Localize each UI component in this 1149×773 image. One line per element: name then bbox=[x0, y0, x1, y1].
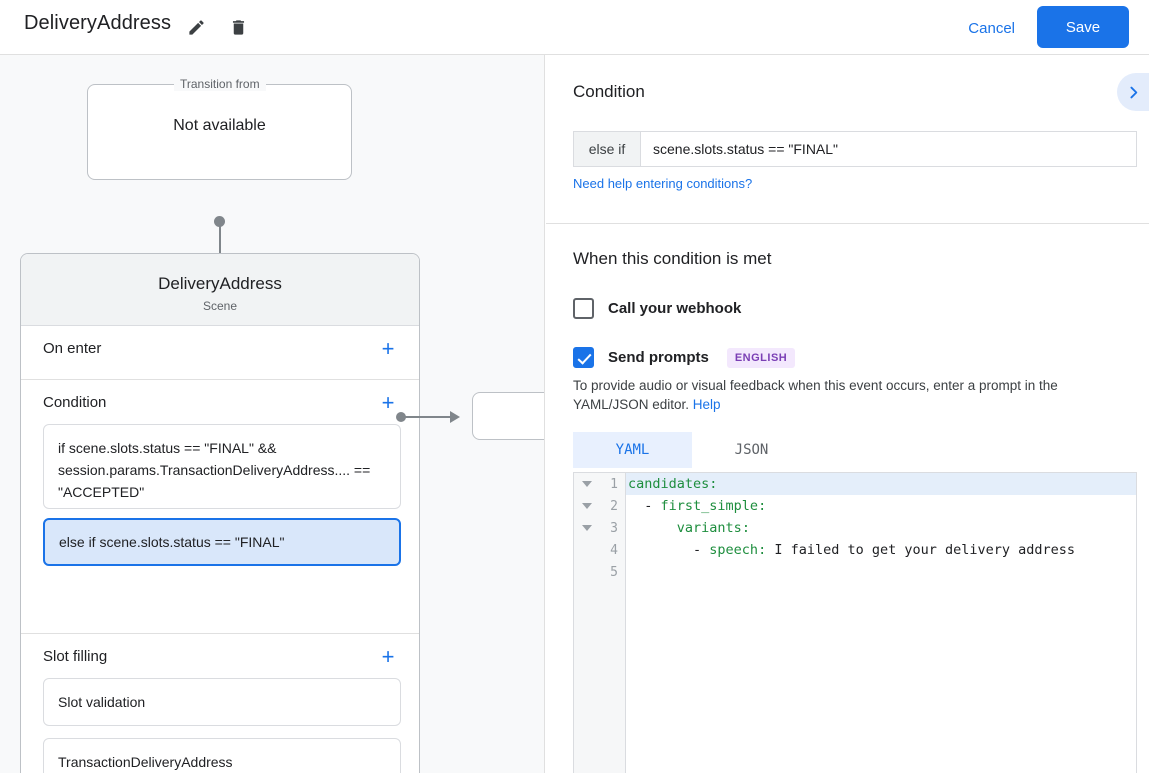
prompts-description: To provide audio or visual feedback when… bbox=[573, 376, 1133, 414]
send-prompts-checkbox[interactable] bbox=[573, 347, 594, 368]
tab-json[interactable]: JSON bbox=[734, 442, 769, 458]
prompts-description-text: To provide audio or visual feedback when… bbox=[573, 378, 1058, 412]
code-line[interactable]: - speech: I failed to get your delivery … bbox=[628, 542, 1076, 558]
fold-triangle-icon[interactable] bbox=[582, 525, 592, 531]
yaml-colon: : bbox=[758, 498, 767, 514]
code-line[interactable]: - first_simple: bbox=[628, 498, 767, 514]
code-line[interactable]: variants: bbox=[626, 517, 1136, 539]
condition-title: Condition bbox=[43, 394, 107, 411]
code-line[interactable]: candidates: bbox=[626, 473, 1136, 495]
chevron-right-icon[interactable] bbox=[1117, 73, 1149, 111]
condition-heading: Condition bbox=[573, 82, 645, 101]
condition-prefix-label: else if bbox=[574, 132, 641, 166]
section-on-enter: On enter + bbox=[21, 326, 419, 380]
gutter-row: 1 bbox=[574, 473, 625, 495]
gutter-row: 5 bbox=[574, 561, 625, 583]
add-on-enter-button[interactable]: + bbox=[381, 336, 395, 361]
add-slot-filling-button[interactable]: + bbox=[381, 644, 395, 669]
yaml-colon: : bbox=[709, 476, 718, 492]
call-webhook-row[interactable]: Call your webhook bbox=[573, 298, 741, 319]
fold-triangle-icon[interactable] bbox=[582, 481, 592, 487]
send-prompts-row[interactable]: Send prompts ENGLISH bbox=[573, 347, 796, 368]
code-editor[interactable]: 1 2 3 4 5 candidates: - first_simple: varian… bbox=[573, 472, 1137, 773]
pencil-icon[interactable] bbox=[182, 13, 210, 41]
node-transition-from[interactable]: Transition from Not available bbox=[87, 77, 352, 180]
send-prompts-label: Send prompts bbox=[608, 349, 709, 366]
condition-expression-input[interactable] bbox=[641, 132, 1136, 166]
line-number: 3 bbox=[610, 520, 618, 536]
gutter-row: 3 bbox=[574, 517, 625, 539]
condition-item-selected[interactable]: else if scene.slots.status == "FINAL" bbox=[43, 518, 401, 566]
transition-from-value: Not available bbox=[173, 117, 266, 134]
yaml-key: speech bbox=[709, 542, 759, 558]
yaml-key: first_simple bbox=[660, 498, 759, 514]
condition-item[interactable]: if scene.slots.status == "FINAL" && sess… bbox=[43, 424, 401, 509]
line-number: 2 bbox=[610, 498, 618, 514]
condition-help-link[interactable]: Need help entering conditions? bbox=[573, 176, 753, 191]
scene-header: DeliveryAddress Scene bbox=[21, 254, 419, 326]
add-condition-button[interactable]: + bbox=[381, 390, 395, 415]
node-target-partial[interactable] bbox=[472, 392, 544, 440]
line-number: 4 bbox=[610, 542, 618, 558]
top-app-bar: DeliveryAddress Cancel Save bbox=[0, 0, 1149, 55]
call-webhook-checkbox[interactable] bbox=[573, 298, 594, 319]
condition-editor-section: Condition else if Need help entering con… bbox=[546, 55, 1149, 224]
language-badge: ENGLISH bbox=[726, 347, 796, 368]
prompts-help-link[interactable]: Help bbox=[692, 397, 721, 412]
when-condition-met-section: When this condition is met Call your web… bbox=[546, 224, 1149, 773]
page-title: DeliveryAddress bbox=[24, 12, 172, 34]
node-transition-to[interactable]: Transition to DeliveryAddress Scene On e… bbox=[20, 253, 420, 773]
connector-line bbox=[405, 416, 452, 418]
line-number: 5 bbox=[610, 564, 618, 580]
scene-name: DeliveryAddress bbox=[158, 274, 282, 293]
cancel-button[interactable]: Cancel bbox=[958, 12, 1025, 44]
transition-from-legend: Transition from bbox=[174, 77, 266, 91]
scene-type: Scene bbox=[202, 299, 238, 313]
editor-gutter: 1 2 3 4 5 bbox=[574, 473, 626, 773]
detail-panel: Condition else if Need help entering con… bbox=[546, 55, 1149, 773]
yaml-key: variants bbox=[676, 520, 742, 536]
fold-triangle-icon[interactable] bbox=[582, 503, 592, 509]
flow-canvas[interactable]: Transition from Not available Transition… bbox=[0, 55, 545, 773]
connector-dot bbox=[396, 412, 406, 422]
tab-yaml[interactable]: YAML bbox=[573, 432, 692, 468]
trash-icon[interactable] bbox=[224, 13, 252, 41]
slot-filling-item[interactable]: TransactionDeliveryAddress bbox=[43, 738, 401, 773]
call-webhook-label: Call your webhook bbox=[608, 300, 742, 317]
yaml-colon: : bbox=[758, 542, 767, 558]
editor-format-tabs: YAML JSON bbox=[573, 432, 811, 468]
section-slot-filling: Slot filling + Slot validation Transacti… bbox=[21, 634, 419, 773]
editor-code-area[interactable]: candidates: - first_simple: variants: - … bbox=[626, 473, 1136, 773]
condition-input-row[interactable]: else if bbox=[573, 131, 1137, 167]
slot-filling-item[interactable]: Slot validation bbox=[43, 678, 401, 726]
yaml-key: candidates bbox=[628, 476, 710, 492]
slot-filling-title: Slot filling bbox=[43, 648, 108, 665]
gutter-row: 4 bbox=[574, 539, 625, 561]
gutter-row: 2 bbox=[574, 495, 625, 517]
section-condition: Condition + if scene.slots.status == "FI… bbox=[21, 380, 419, 634]
connector-line bbox=[219, 221, 221, 265]
save-button[interactable]: Save bbox=[1037, 6, 1129, 48]
connector-arrow bbox=[450, 411, 460, 423]
code-line[interactable] bbox=[626, 561, 1136, 583]
when-met-heading: When this condition is met bbox=[573, 249, 772, 268]
on-enter-title: On enter bbox=[43, 340, 102, 357]
line-number: 1 bbox=[610, 476, 618, 492]
yaml-colon: : bbox=[741, 520, 750, 536]
yaml-value: I failed to get your delivery address bbox=[766, 542, 1076, 558]
